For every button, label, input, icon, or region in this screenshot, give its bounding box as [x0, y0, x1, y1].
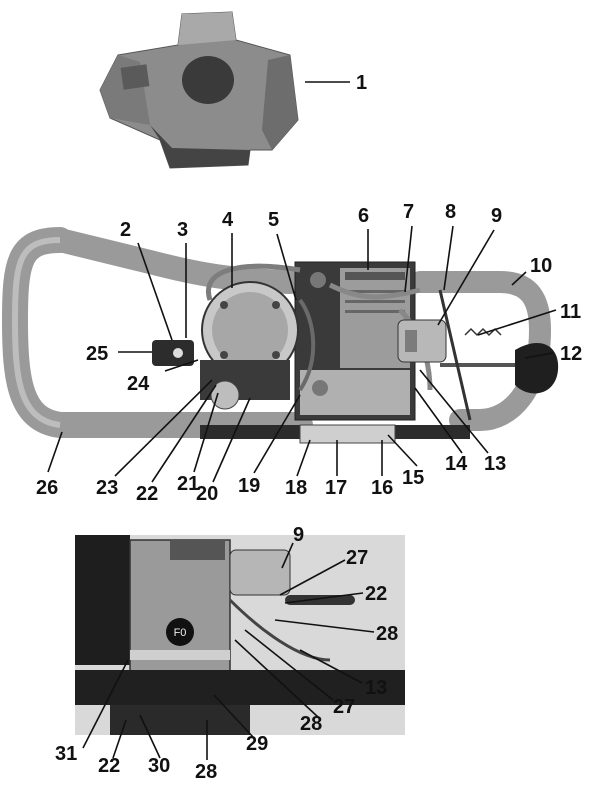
callout-13: 13 [484, 453, 506, 475]
callout-24: 24 [127, 373, 150, 395]
callouts-cover: 1 [356, 72, 367, 94]
callout-16: 16 [371, 477, 393, 499]
callout-19: 19 [238, 475, 260, 497]
callout-7: 7 [403, 201, 414, 223]
callout-29-closeup: 29 [246, 733, 268, 755]
callout-18: 18 [285, 477, 307, 499]
leader-lines [47, 81, 557, 760]
callout-14: 14 [445, 453, 468, 475]
callout-27-closeup-b: 27 [333, 696, 355, 718]
callout-28-closeup-c: 28 [195, 761, 217, 783]
callout-9: 9 [491, 205, 502, 227]
callout-20: 20 [196, 483, 218, 505]
callouts-top: 2 3 4 5 6 7 8 9 10 11 12 13 14 15 16 17 … [36, 201, 582, 505]
callout-10: 10 [530, 255, 552, 277]
callout-23: 23 [96, 477, 118, 499]
callout-3: 3 [177, 219, 188, 241]
cover-flag-decal [120, 64, 150, 90]
callout-22-closeup-b: 22 [98, 755, 120, 777]
callout-2: 2 [120, 219, 131, 241]
callout-27-closeup-a: 27 [346, 547, 368, 569]
callout-22-closeup-a: 22 [365, 583, 387, 605]
assembly-photo [1, 227, 559, 444]
callout-26: 26 [36, 477, 58, 499]
callout-25: 25 [86, 343, 108, 365]
cover-logo-disc [182, 56, 234, 104]
cover-photo [99, 11, 299, 169]
callouts-closeup: 9 27 22 28 13 27 28 29 28 30 22 31 [55, 524, 398, 783]
callout-15: 15 [402, 467, 424, 489]
callout-4: 4 [222, 209, 234, 231]
callout-11: 11 [560, 301, 581, 323]
callout-17: 17 [325, 477, 347, 499]
callout-12: 12 [560, 343, 582, 365]
callout-6: 6 [358, 205, 369, 227]
callout-9-closeup: 9 [293, 524, 304, 546]
handle-grip [515, 342, 559, 394]
callout-30-closeup: 30 [148, 755, 170, 777]
callout-28-closeup-a: 28 [376, 623, 398, 645]
motor [200, 281, 299, 410]
callout-5: 5 [268, 209, 279, 231]
callout-31-closeup: 31 [55, 743, 77, 765]
callout-8: 8 [445, 201, 456, 223]
callout-13-closeup: 13 [365, 677, 387, 699]
callout-22: 22 [136, 483, 158, 505]
callout-1: 1 [356, 72, 367, 94]
callout-28-closeup-b: 28 [300, 713, 322, 735]
callout-21: 21 [177, 473, 199, 495]
motor-plate-text: F0 [174, 627, 187, 639]
